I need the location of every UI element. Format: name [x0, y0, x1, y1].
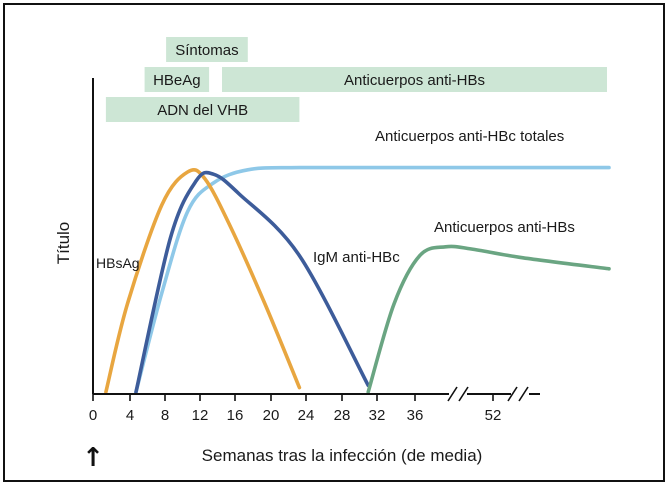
series-line-igm-anti-hbc — [134, 170, 370, 394]
bar-sintomas — [166, 37, 248, 62]
series-label-anti-hbc-totales: Anticuerpos anti-HBc totales — [375, 128, 564, 145]
series-label-igm-anti-hbc: IgM anti-HBc — [313, 249, 400, 266]
x-tick-label: 20 — [263, 407, 280, 424]
x-tick-label: 12 — [192, 407, 209, 424]
axis-break-mark — [458, 386, 469, 402]
x-tick-label: 36 — [407, 407, 424, 424]
x-tick-label: 52 — [485, 407, 502, 424]
y-axis-title: Título — [54, 222, 73, 265]
series-line-anticuerpos-anti-hbs — [366, 244, 611, 394]
x-tick-label: 4 — [126, 407, 134, 424]
x-tick-label: 0 — [89, 407, 97, 424]
series-line-hbsag — [104, 167, 302, 394]
bar-label-adn-del-vhb: ADN del VHB — [157, 102, 248, 119]
labels-layer: Título Semanas tras la infección (de med… — [54, 128, 575, 473]
x-tick-label: 32 — [369, 407, 386, 424]
infection-start-arrow: ↑ — [82, 443, 104, 473]
series-label-hbsag: HBsAg — [96, 255, 140, 271]
series-label-anti-hbs: Anticuerpos anti-HBs — [434, 219, 575, 236]
x-axis-title: Semanas tras la infección (de media) — [202, 446, 483, 465]
bar-anticuerpos-anti-hbs — [222, 67, 607, 92]
series-line-anticuerpos-anti-hbc-totales — [134, 165, 611, 394]
bar-label-sintomas: Síntomas — [175, 42, 238, 59]
curves-layer — [104, 165, 611, 394]
bar-hbeag — [144, 67, 210, 92]
axis-break-mark — [518, 386, 529, 402]
bar-adn-del-vhb — [105, 97, 300, 122]
axis-break-mark — [447, 386, 458, 402]
x-tick-label: 16 — [227, 407, 244, 424]
ticks-layer: 0 4 8 12 16 20 24 28 32 36 52 — [89, 394, 502, 424]
x-tick-label: 8 — [161, 407, 169, 424]
x-tick-label: 24 — [298, 407, 315, 424]
bar-label-anticuerpos-anti-hbs: Anticuerpos anti-HBs — [344, 72, 485, 89]
x-tick-label: 28 — [334, 407, 351, 424]
axis-break-mark — [507, 386, 518, 402]
axes-layer — [92, 78, 540, 402]
bar-label-hbeag: HBeAg — [153, 72, 201, 89]
